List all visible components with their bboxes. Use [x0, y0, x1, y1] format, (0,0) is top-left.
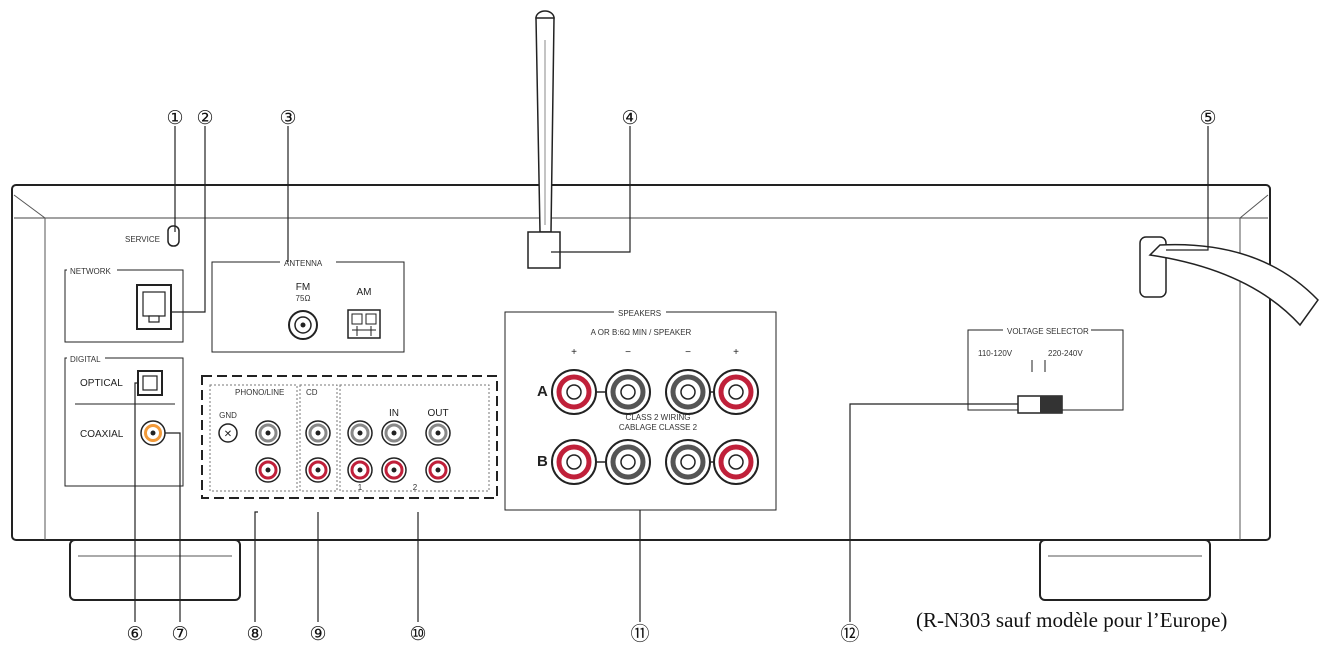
- service-port: SERVICE: [125, 225, 180, 247]
- digital-label: DIGITAL: [70, 355, 101, 364]
- svg-text:+: +: [571, 347, 577, 358]
- line2-in-jack-r: [381, 457, 407, 483]
- optical-label: OPTICAL: [80, 378, 123, 389]
- leader-lines: [134, 126, 1209, 622]
- analog-inputs: PHONO/LINE CD GND ✕ IN OUT 1 2: [201, 375, 498, 499]
- service-label: SERVICE: [125, 235, 160, 244]
- model-caption: (R-N303 sauf modèle pour l’Europe): [916, 608, 1228, 632]
- impedance-label: A OR B:6Ω MIN / SPEAKER: [591, 328, 692, 337]
- phono-jack-r: [255, 457, 281, 483]
- speaker-terminal-b-1: [551, 439, 597, 485]
- speaker-terminal-a-4: [713, 369, 759, 415]
- am-label: AM: [357, 287, 372, 298]
- cd-jack-l: [305, 420, 331, 446]
- callout-11: ⑪: [630, 623, 649, 645]
- line1-jack-r: [347, 457, 373, 483]
- speaker-terminal-a-1: [551, 369, 597, 415]
- callout-5: ⑤: [1199, 107, 1216, 129]
- voltage-220-label: 220-240V: [1048, 349, 1083, 358]
- speaker-row-b-label: B: [537, 453, 548, 470]
- speakers-label: SPEAKERS: [618, 309, 661, 318]
- voltage-selector-section: VOLTAGE SELECTOR 110-120V 220-240V: [967, 324, 1124, 414]
- svg-text:✕: ✕: [224, 429, 232, 440]
- callout-4: ④: [621, 107, 638, 129]
- callout-2: ②: [196, 107, 213, 129]
- foot-right: [1039, 539, 1211, 601]
- line2-in-jack-l: [381, 420, 407, 446]
- callout-9: ⑨: [309, 623, 326, 645]
- svg-text:−: −: [685, 347, 691, 358]
- digital-section: DIGITAL OPTICAL COAXIAL: [64, 352, 184, 487]
- antenna-section: ANTENNA FM 75Ω AM: [211, 256, 405, 353]
- phono-jack-l: [255, 420, 281, 446]
- line2-out-jack-l: [425, 420, 451, 446]
- line1-jack-l: [347, 420, 373, 446]
- svg-text:+: +: [733, 347, 739, 358]
- svg-text:−: −: [625, 347, 631, 358]
- cd-label: CD: [306, 388, 318, 397]
- line2-out-jack-r: [425, 457, 451, 483]
- power-cord: [1139, 236, 1319, 327]
- coaxial-label: COAXIAL: [80, 429, 124, 440]
- gnd-label: GND: [219, 411, 237, 420]
- fm-label: FM: [296, 282, 310, 293]
- callout-1: ①: [166, 107, 183, 129]
- voltage-selector-label: VOLTAGE SELECTOR: [1007, 327, 1089, 336]
- line-2-label: 2: [413, 483, 418, 492]
- fm-ohm-label: 75Ω: [296, 294, 311, 303]
- foot-left: [69, 539, 241, 601]
- phono-line-label: PHONO/LINE: [235, 388, 284, 397]
- class2-cablage-label: CABLAGE CLASSE 2: [619, 423, 698, 432]
- wireless-antenna: [527, 10, 561, 269]
- speaker-terminal-a-3: [665, 369, 711, 415]
- callout-numbers: ① ② ③ ④ ⑤ ⑥ ⑦ ⑧ ⑨ ⑩ ⑪ ⑫: [126, 107, 1216, 645]
- callout-10: ⑩: [409, 623, 426, 645]
- network-label: NETWORK: [70, 267, 112, 276]
- callout-8: ⑧: [246, 623, 263, 645]
- callout-6: ⑥: [126, 623, 143, 645]
- out-label: OUT: [427, 408, 448, 419]
- voltage-110-label: 110-120V: [978, 349, 1013, 358]
- speakers-section: SPEAKERS A OR B:6Ω MIN / SPEAKER + − − +…: [504, 306, 777, 511]
- speaker-terminal-b-3: [665, 439, 711, 485]
- in-label: IN: [389, 408, 399, 419]
- antenna-label: ANTENNA: [284, 259, 323, 268]
- gnd-terminal: [218, 423, 238, 443]
- network-section: NETWORK: [64, 264, 184, 343]
- cd-jack-r: [305, 457, 331, 483]
- callout-3: ③: [279, 107, 296, 129]
- speaker-terminal-b-4: [713, 439, 759, 485]
- line-1-label: 1: [358, 483, 363, 492]
- class2-wiring-label: CLASS 2 WIRING: [626, 413, 691, 422]
- speaker-row-a-label: A: [537, 383, 548, 400]
- speaker-terminal-b-2: [605, 439, 651, 485]
- speaker-terminal-a-2: [605, 369, 651, 415]
- callout-12: ⑫: [840, 623, 859, 645]
- callout-7: ⑦: [171, 623, 188, 645]
